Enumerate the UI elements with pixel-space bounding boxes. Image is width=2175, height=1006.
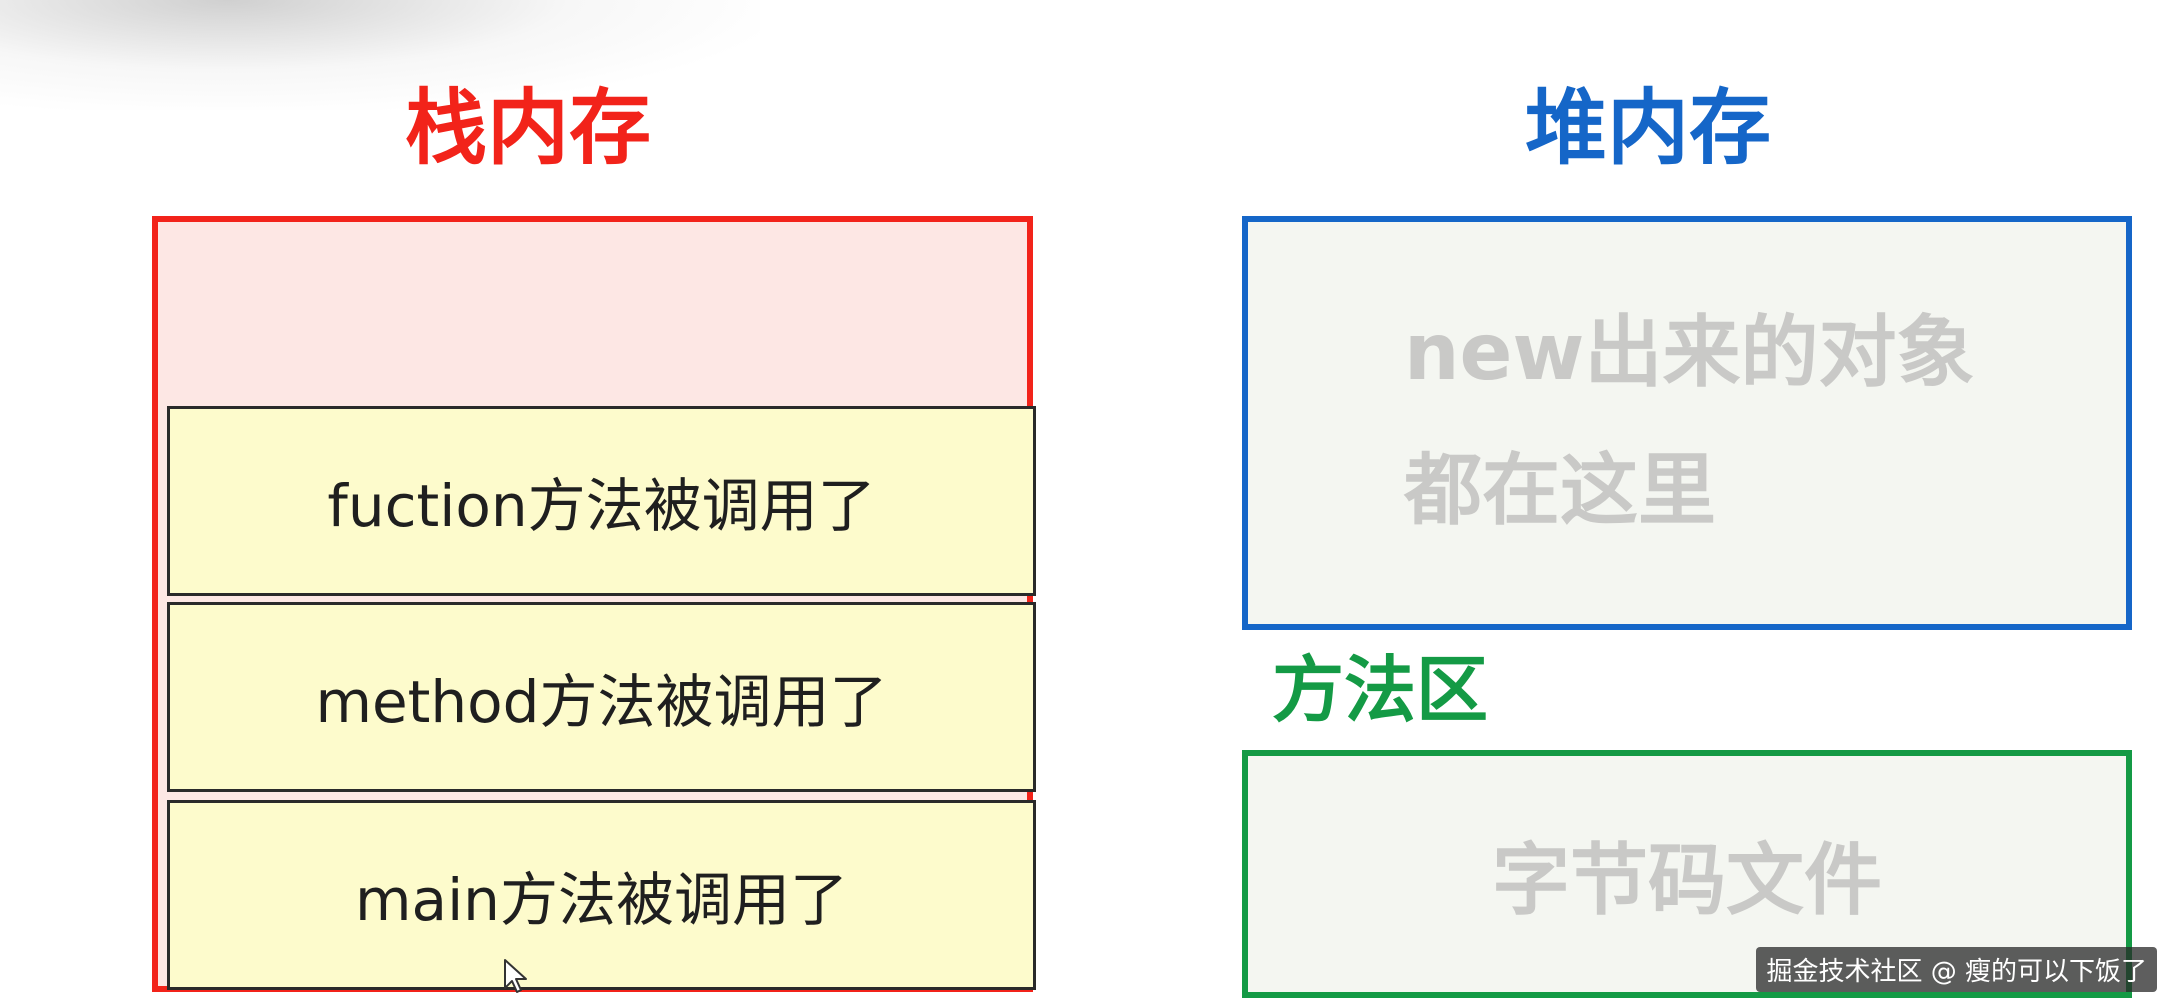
heap-memory-box: new出来的对象 都在这里: [1242, 216, 2132, 630]
watermark: 掘金技术社区 @ 瘦的可以下饭了: [1756, 947, 2157, 992]
stack-frame-method: method方法被调用了: [167, 602, 1036, 792]
stack-frame-main: main方法被调用了: [167, 800, 1036, 990]
heap-text-line-1: new出来的对象: [1404, 308, 1975, 398]
stack-memory-title: 栈内存: [405, 81, 652, 176]
mouse-pointer-icon: [504, 959, 527, 993]
stack-frame-fuction: fuction方法被调用了: [167, 406, 1036, 596]
method-area-text: 字节码文件: [1491, 836, 1882, 926]
heap-text-line-2: 都在这里: [1404, 446, 1717, 536]
heap-memory-title: 堆内存: [1525, 81, 1772, 176]
top-shadow: [0, 0, 760, 110]
stack-memory-box: fuction方法被调用了 method方法被调用了 main方法被调用了: [152, 216, 1036, 992]
method-area-title: 方法区: [1272, 648, 1489, 732]
